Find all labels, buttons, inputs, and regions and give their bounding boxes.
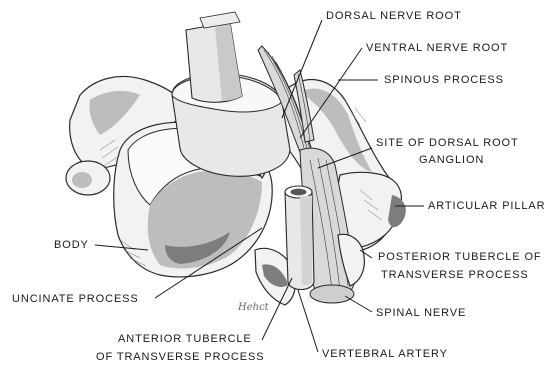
label-anterior-tubercle-1: ANTERIOR TUBERCLE <box>118 333 252 345</box>
label-spinous-process: SPINOUS PROCESS <box>384 74 504 86</box>
label-posterior-tubercle-2: TRANSVERSE PROCESS <box>381 269 529 281</box>
label-articular-pillar: ARTICULAR PILLAR <box>428 200 546 212</box>
vertebral-artery <box>285 186 314 290</box>
label-anterior-tubercle-2: OF TRANSVERSE PROCESS <box>96 351 264 363</box>
label-site-dorsal-root-2: GANGLION <box>419 154 484 166</box>
label-body: BODY <box>54 239 89 251</box>
vertebra-illustration: Hehct <box>66 12 406 313</box>
label-site-dorsal-root-1: SITE OF DORSAL ROOT <box>376 137 519 149</box>
label-vertebral-artery: VERTEBRAL ARTERY <box>322 348 448 360</box>
label-ventral-nerve-root: VENTRAL NERVE ROOT <box>366 42 508 54</box>
artist-signature: Hehct <box>237 302 270 313</box>
label-spinal-nerve: SPINAL NERVE <box>376 307 466 319</box>
label-posterior-tubercle-1: POSTERIOR TUBERCLE OF <box>378 251 542 263</box>
label-dorsal-nerve-root: DORSAL NERVE ROOT <box>326 10 462 22</box>
spinal-cord <box>172 12 290 176</box>
label-uncinate-process: UNCINATE PROCESS <box>12 293 139 305</box>
